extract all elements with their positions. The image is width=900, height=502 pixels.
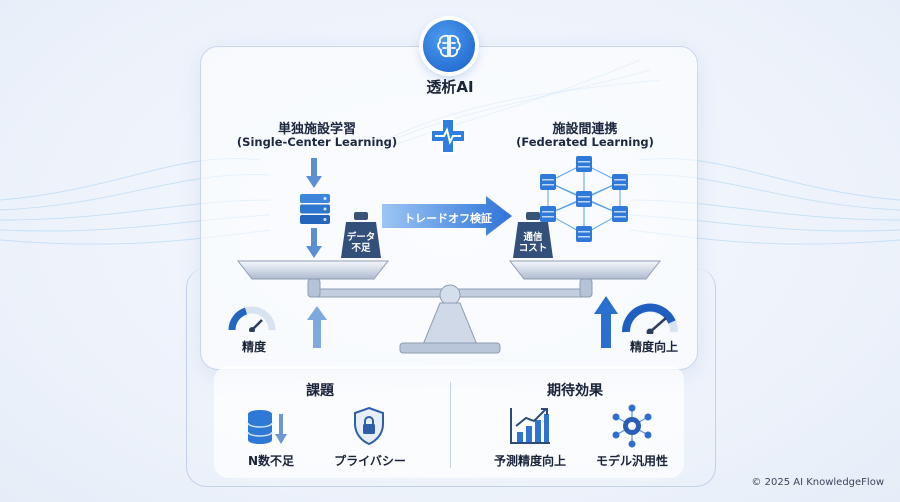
tradeoff-arrow — [382, 196, 512, 236]
outer-frame — [186, 268, 716, 487]
weight-label-line1: データ — [346, 232, 376, 243]
arrow-down-icon — [306, 158, 322, 188]
accuracy-label: 精度 — [241, 340, 266, 354]
single-center-title: 単独施設学習 — [277, 122, 356, 137]
federated-network-icon — [540, 156, 628, 242]
bar-chart-up-icon — [510, 408, 550, 444]
accuracy-gauge-icon — [228, 306, 276, 332]
brain-logo-icon — [423, 20, 475, 72]
single-center-subtitle: (Single-Center Learning) — [236, 135, 398, 149]
page-title: 透析AI — [426, 78, 474, 96]
weight-label-line2: コスト — [518, 243, 548, 254]
copyright-text: © 2025 AI KnowledgeFlow — [751, 477, 884, 488]
improved-accuracy-gauge-icon — [622, 303, 678, 334]
federated-title: 施設間連携 — [552, 122, 618, 137]
privacy-label: プライバシー — [334, 454, 406, 468]
network-gear-icon — [612, 404, 652, 448]
expected-effects-title: 期待効果 — [547, 383, 603, 399]
arrow-up-icon — [307, 306, 327, 348]
data-shortage-weight: データ 不足 — [340, 212, 382, 260]
server-stack-icon — [298, 192, 332, 230]
prediction-accuracy-label: 予測精度向上 — [493, 454, 566, 468]
arrow-up-icon — [594, 296, 618, 348]
weight-label-line2: 不足 — [351, 243, 371, 254]
federated-subtitle: (Federated Learning) — [516, 135, 654, 149]
arrow-down-icon — [306, 228, 322, 258]
database-down-icon — [247, 410, 287, 444]
weight-label-line1: 通信 — [523, 232, 543, 243]
bottom-panel — [214, 366, 684, 478]
n-shortage-label: N数不足 — [247, 454, 295, 468]
divider — [450, 382, 451, 468]
balance-scale — [236, 260, 662, 354]
model-generality-label: モデル汎用性 — [595, 454, 668, 468]
challenges-title: 課題 — [306, 383, 334, 399]
accuracy-improvement-label: 精度向上 — [629, 340, 678, 354]
shield-lock-icon — [354, 406, 384, 446]
medical-cross-icon — [428, 116, 468, 160]
tradeoff-banner-label: トレードオフ検証 — [404, 212, 492, 225]
comm-cost-weight: 通信 コスト — [512, 212, 554, 260]
